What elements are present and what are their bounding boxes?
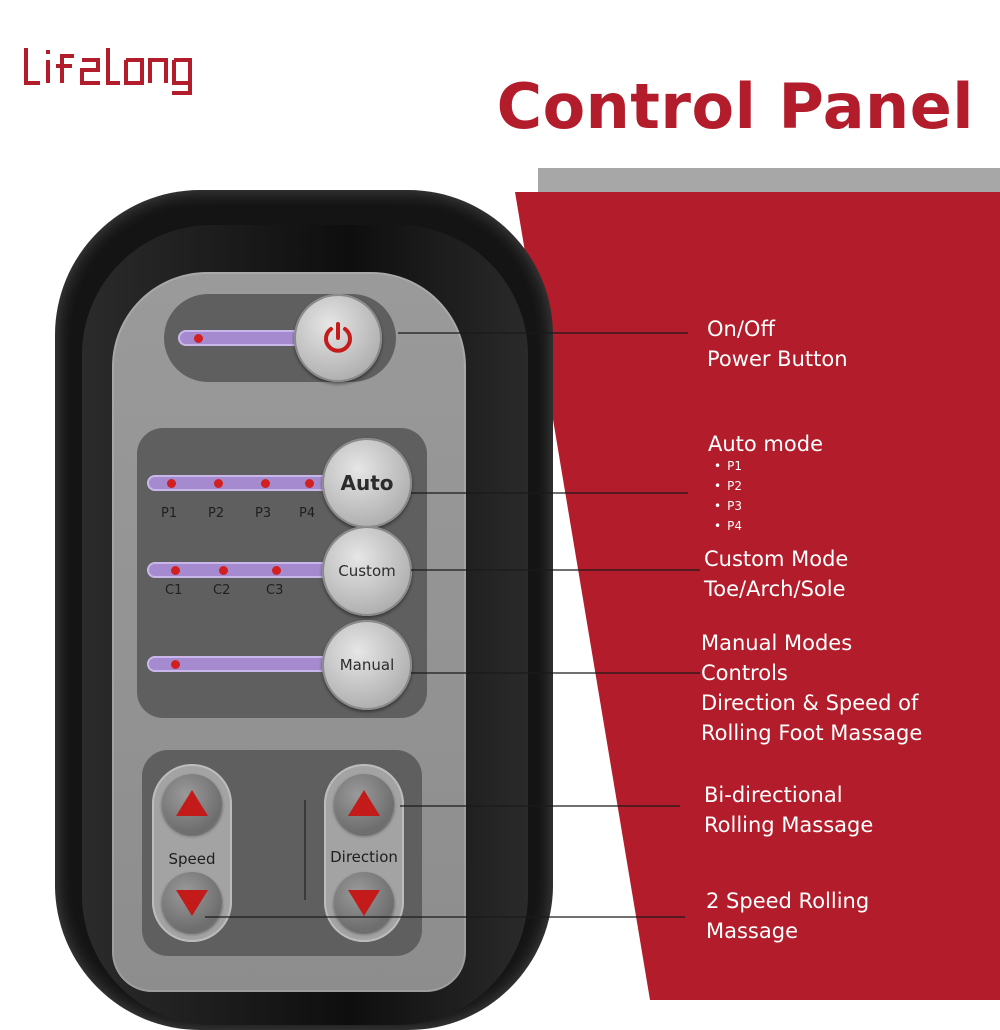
auto-led-p3 [261,478,270,488]
callout-manual: Manual Modes Controls Direction & Speed … [701,628,922,748]
manual-level-strip [147,656,347,672]
callout-power: On/Off Power Button [707,314,848,374]
callout-custom: Custom Mode Toe/Arch/Sole [704,544,848,604]
callout-auto-item: P4 [714,516,742,536]
speed-up-button[interactable] [162,774,222,834]
level-label-c3: C3 [266,583,284,598]
arrow-up-icon [348,790,380,816]
manual-led [171,659,180,669]
custom-led-c2 [219,565,228,575]
speed-direction-group: Speed Direction [142,750,422,956]
background-shape [515,168,1000,1000]
callout-auto-title: Auto mode [708,432,823,456]
custom-led-c1 [171,565,180,575]
auto-level-strip [147,475,347,491]
custom-led-c3 [272,565,281,575]
callout-speed-line-2: Massage [706,919,798,943]
callout-auto-item: P2 [714,476,742,496]
speed-down-button[interactable] [162,872,222,932]
level-label-p4: P4 [299,506,316,521]
callout-auto-item: P3 [714,496,742,516]
callout-auto-list: P1 P2 P3 P4 [714,456,742,536]
speed-control: Speed [152,764,232,942]
brand-logo [22,38,222,98]
callout-direction: Bi-directional Rolling Massage [704,780,873,840]
direction-up-button[interactable] [334,774,394,834]
callout-custom-line-2: Toe/Arch/Sole [704,577,846,601]
lifelong-logo [24,48,192,95]
level-label-c1: C1 [165,583,183,598]
custom-mode-button[interactable]: Custom [322,526,412,616]
level-label-p1: P1 [161,506,178,521]
level-label-p3: P3 [255,506,272,521]
callout-direction-line-1: Bi-directional [704,783,843,807]
power-button[interactable] [294,294,382,382]
speed-label: Speed [168,850,216,868]
callout-lines [205,332,700,918]
callout-custom-line-1: Custom Mode [704,547,849,571]
modes-group: P1 P2 P3 P4 Auto C1 C2 C3 Custom Manual [137,428,427,718]
control-panel: P1 P2 P3 P4 Auto C1 C2 C3 Custom Manual … [112,272,466,992]
callout-power-line-1: On/Off [707,317,775,341]
manual-mode-button[interactable]: Manual [322,620,412,710]
arrow-down-icon [176,890,208,916]
panel-divider [304,800,306,900]
auto-led-p4 [305,478,314,488]
direction-down-button[interactable] [334,872,394,932]
callout-manual-line-4: Rolling Foot Massage [701,721,923,745]
power-indicator-strip [178,330,308,346]
callout-power-line-2: Power Button [707,347,848,371]
direction-control: Direction [324,764,404,942]
arrow-up-icon [176,790,208,816]
red-panel [515,192,1000,1000]
power-icon [324,322,352,353]
level-label-c2: C2 [213,583,231,598]
auto-led-p2 [214,478,223,488]
auto-mode-button[interactable]: Auto [322,438,412,528]
callout-manual-line-1: Manual Modes [701,631,853,655]
callout-speed-line-1: 2 Speed Rolling [706,889,870,913]
callout-direction-line-2: Rolling Massage [704,813,874,837]
callout-manual-line-3: Direction & Speed of [701,691,919,715]
custom-level-strip [147,562,347,578]
arrow-down-icon [348,890,380,916]
callout-speed: 2 Speed Rolling Massage [706,886,869,946]
power-group [164,294,396,382]
direction-label: Direction [330,848,398,866]
callout-manual-line-2: Controls [701,661,788,685]
level-label-p2: P2 [208,506,225,521]
grey-band [538,168,1000,192]
auto-led-p1 [167,478,176,488]
power-led [194,333,203,343]
page-title: Control Panel [496,70,974,143]
callout-auto-item: P1 [714,456,742,476]
